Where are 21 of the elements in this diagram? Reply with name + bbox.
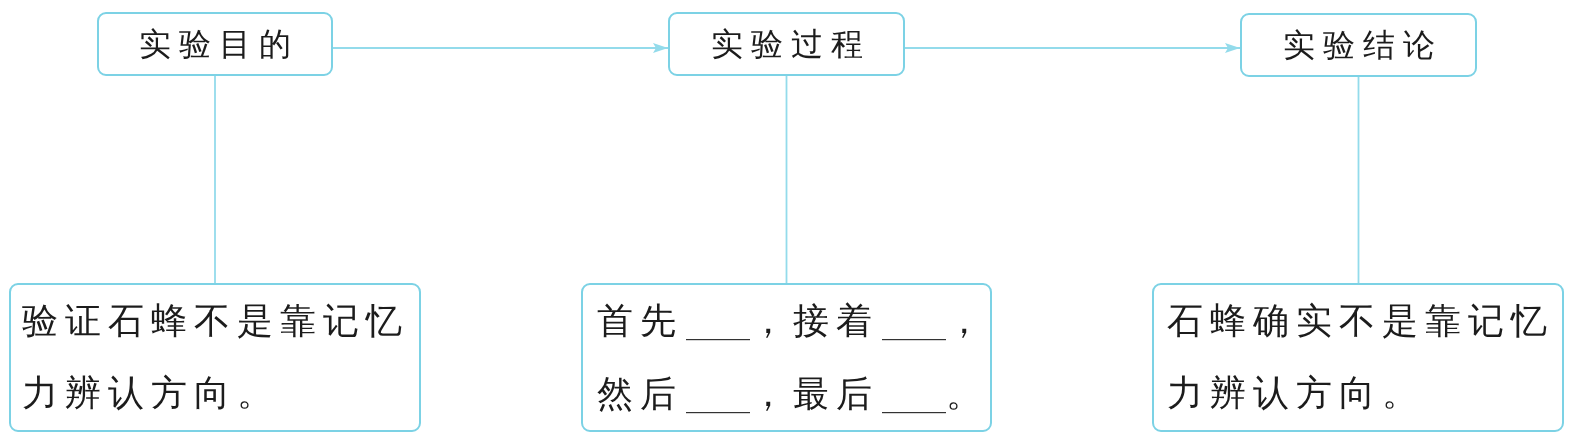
text-box [581,283,992,432]
description-text: 首先____，接着____，然后____，最后____。 [597,299,989,416]
arrow [332,43,669,53]
fill-in-line: ____ [686,376,750,414]
fill-in-line: ____ [882,376,946,414]
description-text: 石蜂确实不是靠记忆力辨认方向。 [1167,299,1555,415]
stage-label: 实验结论 [1281,25,1443,65]
arrow [904,43,1241,53]
connector-line [214,75,216,284]
stage-label: 实验过程 [709,24,871,64]
fill-in-line: ____ [686,303,750,341]
stage-label: 实验目的 [138,24,299,64]
text-box [9,283,421,432]
text-box [1152,283,1564,432]
description-text: 验证石蜂不是靠记忆力辨认方向。 [22,299,410,415]
connector-line [785,75,788,284]
stage-box [1240,13,1477,77]
fill-in-line: ____ [882,303,946,341]
stage-box [668,12,905,76]
stage-box [97,12,333,76]
connector-line [1357,76,1360,284]
